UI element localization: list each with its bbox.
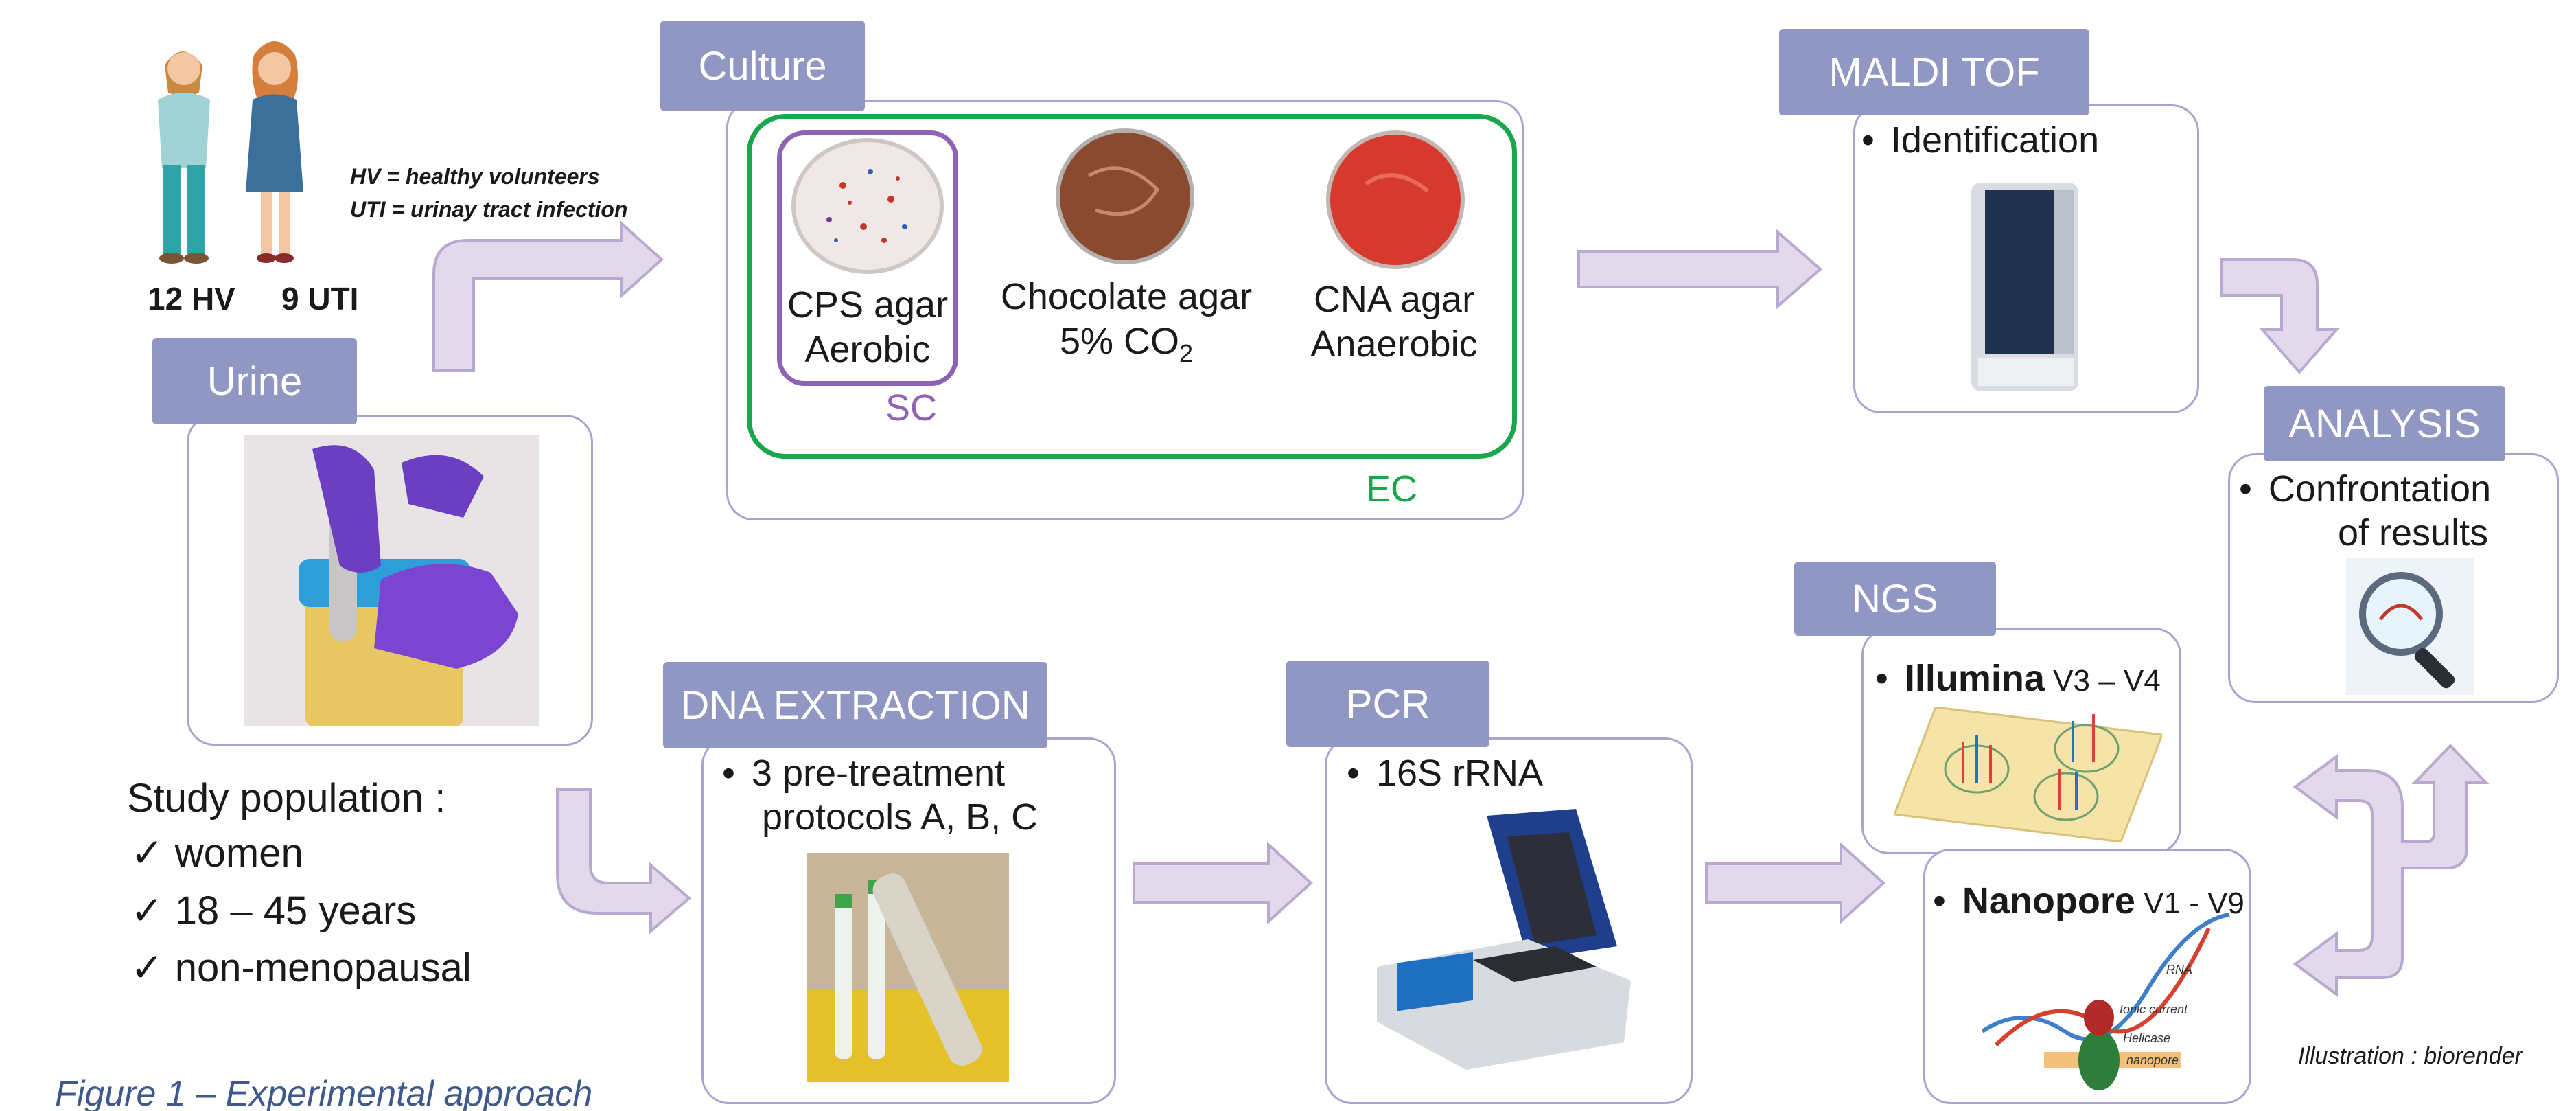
- nanopore-ionic-current-label: Ionic current: [2120, 1003, 2188, 1016]
- uti-legend: UTI = urinay tract infection: [350, 197, 628, 222]
- check-icon: ✓: [130, 829, 164, 876]
- magnifier-icon: [2346, 558, 2474, 695]
- urine-container-photo: [244, 435, 539, 726]
- ec-group-box: [747, 114, 1517, 459]
- cps-agar-name: CPS agar: [787, 284, 949, 325]
- hv-legend: HV = healthy volunteers: [350, 164, 600, 189]
- thermocycler-image: [1377, 809, 1631, 1070]
- dna-protocols-line2: protocols A, B, C: [762, 797, 1038, 838]
- culture-tag: Culture: [660, 21, 865, 111]
- cna-agar-plate: [1326, 130, 1465, 269]
- arrow-urine-to-culture: [432, 220, 664, 372]
- illumina-label: Illumina V3 – V4: [1875, 656, 2161, 701]
- cps-agar-label: CPS agar Aerobic: [777, 283, 958, 372]
- sc-group-box: [777, 130, 958, 386]
- analysis-of-results: of results: [2338, 512, 2489, 553]
- cna-agar-condition: Anaerobic: [1310, 323, 1478, 365]
- nanopore-rna-label: RNA: [2166, 963, 2192, 976]
- maldi-tag: MALDI TOF: [1779, 29, 2089, 115]
- dna-extraction-photo: [807, 853, 1009, 1082]
- chocolate-agar-condition: 5% CO2: [1059, 320, 1194, 367]
- urine-tag: Urine: [152, 338, 357, 424]
- chocolate-agar-plate: [1056, 128, 1194, 264]
- maldi-instrument-image: [1971, 183, 2078, 391]
- arrow-culture-to-maldi: [1577, 229, 1823, 310]
- maldi-identification: Identification: [1861, 118, 2099, 163]
- arrow-urine-to-dna: [556, 788, 692, 935]
- study-population-title: Study population :: [127, 776, 446, 821]
- ec-label: EC: [1366, 468, 1418, 509]
- uti-patient-figure: [246, 41, 303, 263]
- check-icon: ✓: [130, 886, 164, 934]
- chocolate-agar-name: Chocolate agar: [1000, 276, 1253, 317]
- cna-agar-name: CNA agar: [1313, 279, 1475, 320]
- nanopore-illustration: RNA Ionic current Helicase nanopore: [1982, 913, 2230, 1090]
- arrow-pcr-to-ngs: [1705, 841, 1885, 925]
- check-icon: ✓: [130, 944, 164, 992]
- women-figures-illustration: [158, 41, 303, 264]
- nanopore-helicase-label: Helicase: [2123, 1031, 2170, 1045]
- pcr-16s-rrna: 16S rRNA: [1347, 751, 1543, 796]
- cps-agar-plate: [791, 138, 944, 274]
- arrow-maldi-to-analysis: [2220, 258, 2340, 375]
- hv-count: 12 HV: [148, 281, 235, 317]
- arrow-dna-to-pcr: [1133, 841, 1313, 925]
- figure-caption: Figure 1 – Experimental approach: [55, 1074, 593, 1111]
- list-item-age: ✓ 18 – 45 years: [130, 886, 417, 934]
- list-item-women: ✓ women: [130, 829, 303, 876]
- analysis-tag: ANALYSIS: [2264, 386, 2505, 461]
- analysis-confrontation: Confrontation: [2239, 467, 2491, 512]
- illustration-credit: Illustration : biorender: [2298, 1043, 2522, 1069]
- arrow-ngs-to-analysis: [2293, 744, 2490, 997]
- illumina-flowcell-illustration: [1894, 707, 2162, 842]
- cna-agar-label: CNA agar Anaerobic: [1281, 277, 1507, 367]
- pcr-tag: PCR: [1286, 661, 1489, 747]
- dna-extraction-tag: DNA EXTRACTION: [663, 662, 1047, 748]
- uti-count: 9 UTI: [281, 281, 359, 317]
- healthy-volunteer-figure: [158, 51, 210, 264]
- study-population-list: ✓ women ✓ 18 – 45 years ✓ non-menopausal: [130, 829, 472, 992]
- sc-label: SC: [885, 387, 938, 428]
- list-item-menopause: ✓ non-menopausal: [130, 944, 472, 992]
- nanopore-pore-label: nanopore: [2126, 1053, 2179, 1067]
- dna-protocols-line1: 3 pre-treatment: [722, 751, 1005, 796]
- cps-agar-condition: Aerobic: [804, 328, 931, 370]
- chocolate-agar-label: Chocolate agar 5% CO2: [986, 275, 1267, 368]
- ngs-tag: NGS: [1794, 562, 1996, 636]
